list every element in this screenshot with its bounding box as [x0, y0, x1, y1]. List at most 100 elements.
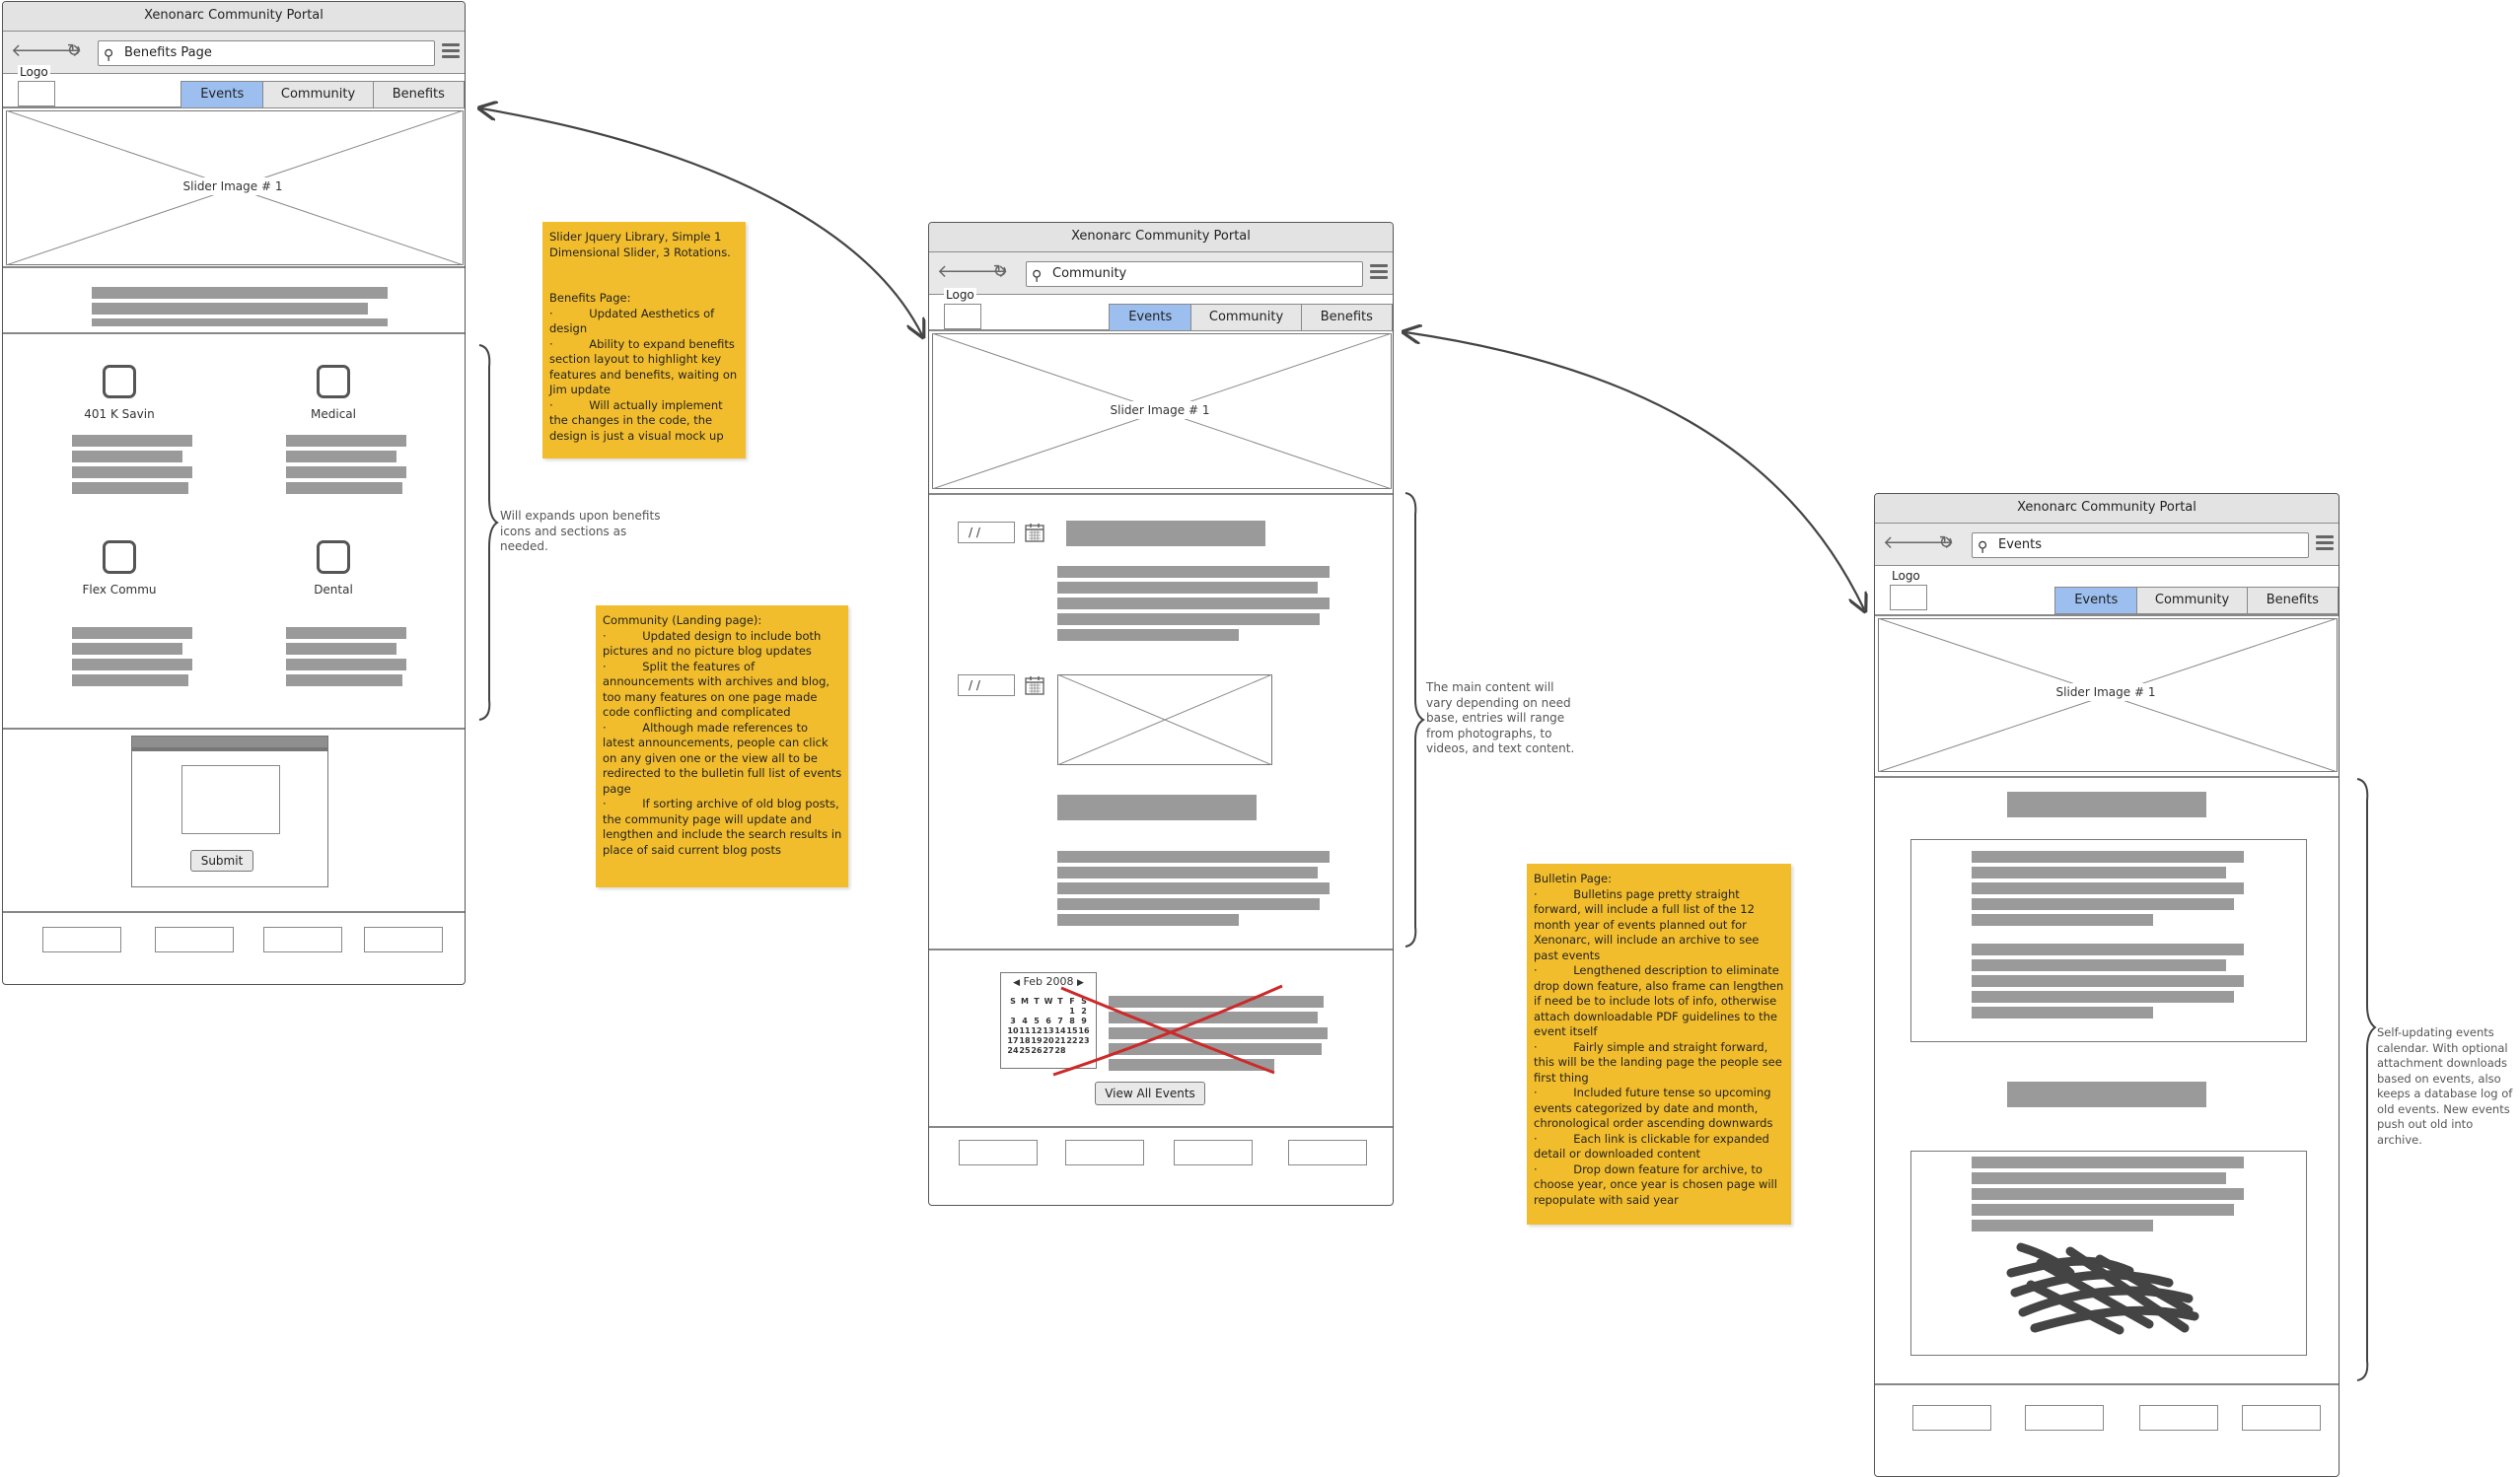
calendar-day[interactable]: 12 — [1031, 1026, 1043, 1035]
footer-link[interactable] — [1288, 1140, 1367, 1165]
calendar-day[interactable]: 10 — [1007, 1026, 1019, 1035]
footer-link[interactable] — [2242, 1405, 2321, 1431]
forward-icon[interactable]: 🡒 — [1907, 532, 1955, 553]
calendar-day — [1007, 1007, 1019, 1017]
tab-events[interactable]: Events — [181, 82, 264, 107]
calendar-day[interactable]: 3 — [1010, 1017, 1016, 1025]
tab-community[interactable]: Community — [2137, 588, 2248, 613]
window-title: Xenonarc Community Portal — [929, 223, 1393, 252]
nav-tabs: Events Community Benefits — [1109, 304, 1393, 331]
refresh-icon[interactable]: ↻ — [992, 261, 1008, 282]
url-bar[interactable]: ⚲ Benefits Page — [98, 40, 435, 66]
tab-benefits[interactable]: Benefits — [2247, 588, 2338, 613]
tab-events[interactable]: Events — [1110, 305, 1192, 330]
prev-month-icon[interactable]: ◀ — [1013, 978, 1021, 988]
tab-community[interactable]: Community — [1191, 305, 1302, 330]
submit-button[interactable]: Submit — [190, 850, 253, 872]
refresh-icon[interactable]: ↻ — [1938, 532, 1954, 553]
calendar-day[interactable]: 9 — [1081, 1017, 1087, 1025]
text-placeholder-line — [1972, 898, 2234, 910]
tab-benefits[interactable]: Benefits — [373, 82, 464, 107]
footer-link[interactable] — [263, 927, 342, 952]
footer-link[interactable] — [155, 927, 234, 952]
calendar-day[interactable]: 20 — [1043, 1036, 1054, 1045]
benefit-icon[interactable] — [317, 365, 350, 398]
text-placeholder-line — [1109, 1059, 1274, 1071]
text-placeholder-line — [72, 466, 192, 478]
url-bar[interactable]: ⚲ Community — [1026, 261, 1363, 287]
forward-icon[interactable]: 🡒 — [35, 40, 83, 61]
calendar-day[interactable]: 28 — [1054, 1046, 1066, 1055]
footer-link[interactable] — [364, 927, 443, 952]
calendar-weekday: T — [1057, 997, 1063, 1006]
text-placeholder-line — [72, 451, 182, 462]
calendar-icon[interactable] — [1024, 674, 1045, 696]
calendar-day[interactable]: 2 — [1081, 1007, 1087, 1016]
footer-link[interactable] — [959, 1140, 1038, 1165]
calendar-day[interactable]: 5 — [1034, 1017, 1040, 1025]
brace-community — [1404, 492, 1425, 948]
view-all-events-button[interactable]: View All Events — [1095, 1082, 1205, 1105]
tab-events[interactable]: Events — [2055, 588, 2138, 613]
text-placeholder-line — [72, 659, 192, 670]
calendar-day[interactable]: 11 — [1019, 1026, 1031, 1035]
menu-icon[interactable] — [2316, 535, 2334, 553]
date-field[interactable]: / / — [958, 522, 1015, 543]
footer-link[interactable] — [1174, 1140, 1253, 1165]
back-icon[interactable]: 🡐 — [1883, 532, 1931, 553]
menu-icon[interactable] — [1370, 264, 1388, 282]
forward-icon[interactable]: 🡒 — [961, 261, 1009, 282]
calendar-day[interactable]: 23 — [1078, 1036, 1090, 1045]
calendar-day[interactable]: 18 — [1019, 1036, 1031, 1045]
footer-link[interactable] — [1912, 1405, 1991, 1431]
calendar-day[interactable]: 27 — [1043, 1046, 1054, 1055]
benefit-icon[interactable] — [103, 365, 136, 398]
menu-icon[interactable] — [442, 43, 460, 61]
entry-title-placeholder — [1066, 521, 1265, 546]
calendar-day[interactable]: 1 — [1069, 1007, 1075, 1016]
footer-link[interactable] — [1065, 1140, 1144, 1165]
calendar-day[interactable]: 14 — [1054, 1026, 1066, 1035]
date-field[interactable]: / / — [958, 674, 1015, 696]
tab-community[interactable]: Community — [263, 82, 374, 107]
calendar-day[interactable]: 24 — [1007, 1046, 1019, 1055]
calendar-day[interactable]: 25 — [1019, 1046, 1031, 1055]
benefit-icon[interactable] — [103, 540, 136, 574]
browser-toolbar: 🡐 🡒 ↻ ⚲ Benefits Page — [3, 32, 465, 74]
tab-benefits[interactable]: Benefits — [1301, 305, 1392, 330]
calendar-day[interactable]: 4 — [1022, 1017, 1028, 1025]
calendar-day[interactable]: 7 — [1057, 1017, 1063, 1025]
calendar-day[interactable]: 26 — [1031, 1046, 1043, 1055]
text-placeholder-line — [286, 451, 396, 462]
calendar-weekday: S — [1010, 997, 1016, 1006]
text-placeholder-line — [286, 674, 402, 686]
calendar-day[interactable]: 17 — [1007, 1036, 1019, 1045]
back-icon[interactable]: 🡐 — [11, 40, 59, 61]
calendar-day[interactable]: 6 — [1045, 1017, 1051, 1025]
next-month-icon[interactable]: ▶ — [1076, 978, 1084, 988]
calendar-icon[interactable] — [1024, 522, 1045, 543]
benefit-icon[interactable] — [317, 540, 350, 574]
footer-link[interactable] — [42, 927, 121, 952]
footer-link[interactable] — [2139, 1405, 2218, 1431]
url-bar[interactable]: ⚲ Events — [1972, 532, 2309, 558]
calendar-day[interactable]: 16 — [1078, 1026, 1090, 1035]
calendar-day[interactable]: 13 — [1043, 1026, 1054, 1035]
text-placeholder-line — [1057, 851, 1330, 863]
calendar-day[interactable]: 19 — [1031, 1036, 1043, 1045]
sticky-note-benefits: Slider Jquery Library, Simple 1 Dimensio… — [542, 222, 746, 458]
form-textarea[interactable] — [181, 765, 280, 834]
refresh-icon[interactable]: ↻ — [66, 40, 82, 61]
calendar-day[interactable]: 21 — [1054, 1036, 1066, 1045]
entry-title-placeholder — [1057, 795, 1257, 820]
back-icon[interactable]: 🡐 — [937, 261, 985, 282]
calendar-day[interactable]: 22 — [1066, 1036, 1078, 1045]
calendar-day — [1031, 1007, 1043, 1017]
text-placeholder-line — [72, 482, 188, 494]
calendar-day[interactable]: 15 — [1066, 1026, 1078, 1035]
calendar-day[interactable]: 8 — [1069, 1017, 1075, 1025]
footer-link[interactable] — [2025, 1405, 2104, 1431]
arrow-benefits-community — [481, 108, 922, 335]
